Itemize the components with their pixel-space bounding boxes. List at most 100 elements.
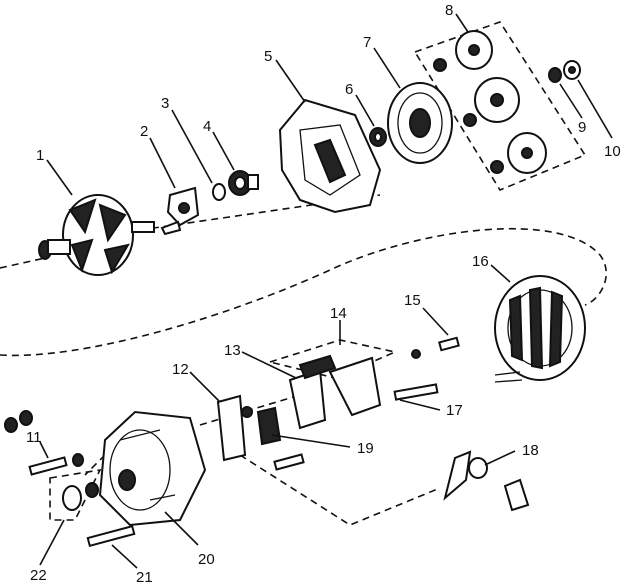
rotor-shaft bbox=[131, 221, 155, 233]
nut-left-1 bbox=[4, 417, 18, 433]
pulley-kit-part bbox=[433, 30, 547, 174]
leader-16 bbox=[490, 264, 511, 283]
bolt-11-washer bbox=[72, 453, 84, 467]
nut-hole bbox=[568, 66, 576, 74]
terminal-bracket bbox=[443, 450, 472, 501]
rotor-body bbox=[62, 194, 134, 276]
callout-10: 10 bbox=[604, 143, 621, 160]
screw-17-part bbox=[393, 383, 439, 401]
callout-18: 18 bbox=[522, 442, 539, 459]
spacer bbox=[212, 183, 226, 201]
dash-bottom-line bbox=[239, 454, 441, 526]
leader-4 bbox=[212, 131, 235, 171]
nut-left-2 bbox=[19, 410, 33, 426]
leader-9 bbox=[559, 83, 583, 119]
end-frame-detail bbox=[119, 429, 176, 501]
collar-part bbox=[369, 127, 387, 147]
leader-7 bbox=[373, 47, 401, 89]
slip-ring-end-frame-part bbox=[98, 410, 207, 527]
brush-holder-clip bbox=[256, 406, 282, 446]
leader-20 bbox=[164, 511, 199, 546]
rotor-poles bbox=[68, 198, 131, 275]
screw-lower-part bbox=[273, 453, 305, 471]
callout-11: 11 bbox=[26, 429, 42, 446]
lock-washer-part bbox=[548, 67, 562, 83]
rotor-part bbox=[38, 194, 155, 276]
bearing-inner bbox=[234, 176, 246, 190]
callout-6: 6 bbox=[345, 81, 353, 98]
leader-13 bbox=[241, 351, 297, 379]
retainer-plate-hole bbox=[178, 202, 190, 214]
screw-17 bbox=[393, 383, 439, 401]
callout-4: 4 bbox=[203, 118, 211, 135]
fan-hub bbox=[409, 108, 431, 138]
callout-13: 13 bbox=[224, 342, 241, 359]
fan-part bbox=[387, 82, 453, 164]
callout-20: 20 bbox=[198, 551, 215, 568]
leader-5 bbox=[275, 59, 306, 103]
callout-19: 19 bbox=[357, 440, 374, 457]
bolt-21 bbox=[86, 524, 136, 548]
leader-18 bbox=[484, 450, 516, 466]
screw-15-washer bbox=[411, 349, 421, 359]
leader-2 bbox=[149, 137, 176, 189]
retainer-screw bbox=[160, 220, 182, 236]
spacer-part bbox=[212, 183, 226, 201]
rotor-shaft-rear bbox=[47, 239, 71, 255]
retainer-plate-part bbox=[160, 186, 200, 236]
drive-end-frame-part bbox=[278, 98, 382, 214]
pulley-washer-3 bbox=[490, 160, 504, 174]
diode-trio bbox=[298, 354, 337, 380]
leader-21 bbox=[111, 544, 138, 569]
pulley-3-hub bbox=[521, 147, 533, 159]
callout-8: 8 bbox=[445, 2, 453, 19]
callout-15: 15 bbox=[404, 292, 421, 309]
dash-item22-link bbox=[84, 454, 106, 476]
leader-12 bbox=[189, 371, 221, 403]
callout-14: 14 bbox=[330, 305, 347, 322]
callout-5: 5 bbox=[264, 48, 272, 65]
nut-part bbox=[563, 60, 581, 80]
pulley-washer-2 bbox=[463, 113, 477, 127]
pulley-1-hub bbox=[468, 44, 480, 56]
callout-17: 17 bbox=[446, 402, 463, 419]
dash-item22-box bbox=[49, 468, 102, 521]
drive-frame-inner bbox=[299, 124, 361, 196]
callout-22: 22 bbox=[30, 567, 47, 584]
leader-15 bbox=[422, 307, 449, 336]
leader-1 bbox=[46, 159, 73, 196]
pulley-washer-1 bbox=[433, 58, 447, 72]
leader-6 bbox=[355, 94, 375, 127]
bracket-plate bbox=[288, 368, 327, 430]
brush-holder bbox=[216, 394, 247, 462]
brush-bracket-part bbox=[288, 354, 382, 430]
stator-windings bbox=[508, 286, 564, 370]
callout-2: 2 bbox=[140, 123, 148, 140]
fan-blades-ring bbox=[397, 92, 443, 154]
bolt-11-part bbox=[4, 410, 84, 476]
dash-loop-line bbox=[0, 227, 607, 357]
screw-lower bbox=[273, 453, 305, 471]
brush-washer bbox=[241, 406, 253, 418]
bearing-collar bbox=[247, 174, 259, 190]
leader-22 bbox=[39, 519, 65, 566]
terminal-insulator bbox=[468, 457, 488, 479]
end-frame-bearing bbox=[118, 469, 136, 491]
leader-8 bbox=[455, 13, 469, 33]
drive-frame-spoke bbox=[313, 138, 347, 184]
callout-3: 3 bbox=[161, 95, 169, 112]
leader-11 bbox=[39, 441, 49, 459]
leader-10 bbox=[577, 79, 613, 139]
leader-19 bbox=[271, 434, 351, 448]
regulator-block bbox=[328, 356, 382, 417]
end-frame-body bbox=[98, 410, 207, 527]
lock-washer bbox=[548, 67, 562, 83]
callout-labels: 1 2 3 4 5 6 7 8 9 10 11 12 13 14 15 16 1… bbox=[26, 2, 621, 584]
screw-15 bbox=[438, 336, 460, 352]
stator-part bbox=[494, 275, 586, 383]
callout-12: 12 bbox=[172, 361, 189, 378]
callout-1: 1 bbox=[36, 147, 44, 164]
bushing-22-washer bbox=[85, 482, 99, 498]
leader-lines bbox=[39, 13, 613, 569]
